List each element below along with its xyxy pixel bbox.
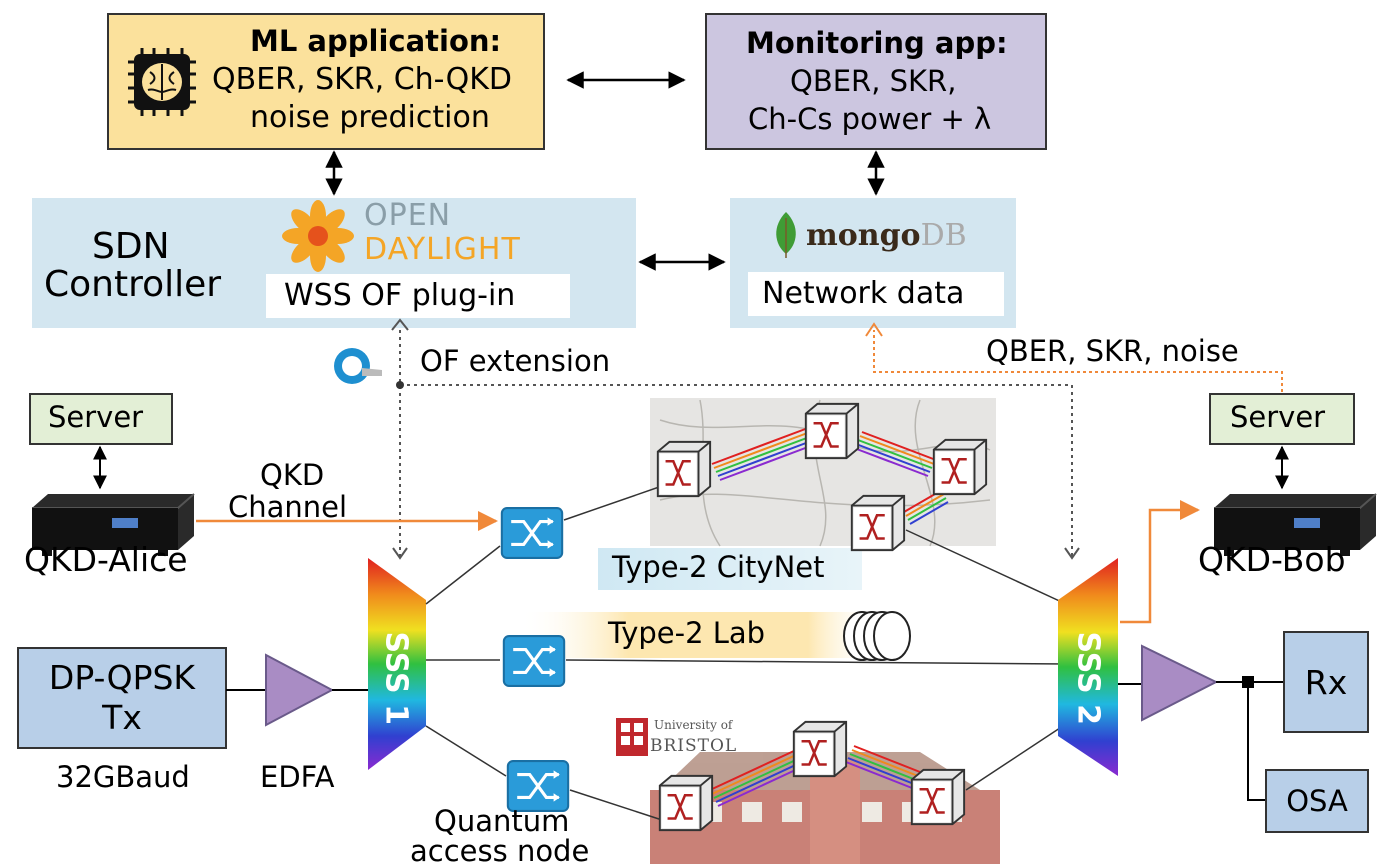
ml-app-line1: QBER, SKR, Ch-QKD [212, 62, 512, 97]
citynet-node-1-icon [656, 440, 712, 498]
qkd-alice-label: QKD-Alice [24, 540, 188, 579]
sdn-label-line2: Controller [44, 264, 222, 305]
qber-feed-line [873, 330, 1283, 392]
tx-baud-label: 32GBaud [56, 760, 190, 794]
mongodb-logo-text: mongoDB [806, 218, 967, 253]
ml-app-line2: noise prediction [250, 100, 490, 135]
qkd-channel-label-line1: QKD [260, 458, 325, 492]
osa-label: OSA [1286, 784, 1348, 818]
citynet-rainbow-links [711, 427, 949, 525]
rx-box [1283, 631, 1369, 733]
tx-label: DP-QPSK Tx [18, 648, 226, 748]
qkd-channel-label-line2: Channel [228, 490, 348, 524]
bristol-rainbow-links [709, 745, 921, 807]
wss-plugin-label: WSS OF plug-in [284, 278, 516, 313]
monitoring-app-line1: QBER, SKR, [790, 64, 957, 98]
network-data-label: Network data [762, 276, 965, 311]
tx-box [17, 647, 227, 749]
lab-label-band [520, 612, 880, 658]
monitoring-app-title: Monitoring app: [746, 26, 1008, 60]
wss-plugin-box [266, 274, 570, 318]
bristol-node-2-icon [792, 720, 848, 778]
of-extension-control-lines [399, 330, 1073, 556]
citynet-node-3-icon [932, 438, 988, 496]
brain-chip-icon [128, 48, 196, 116]
sss2-label: SSS 2 [1070, 631, 1106, 725]
receiver-amplifier-icon [1141, 644, 1219, 722]
quantum-node-label-line2: access node [410, 834, 590, 868]
monitoring-app-line2: Ch-Cs power + λ [748, 102, 992, 136]
coupler-junction [1242, 676, 1254, 688]
bristol-node-1-icon [658, 774, 714, 832]
mongodb-leaf-icon [776, 212, 796, 258]
right-server-label: Server [1230, 400, 1326, 434]
sss1-label: SSS 1 [378, 631, 414, 725]
of-extension-label: OF extension [420, 344, 611, 378]
lab-access-switch-icon [502, 635, 566, 687]
sss2-switch-icon [1058, 558, 1118, 776]
tx-label-line1: DP-QPSK [48, 658, 196, 697]
fiber-sss1-quantum [425, 725, 507, 777]
qkd-bob-label: QKD-Bob [1198, 540, 1346, 579]
fiber-access-citynet [563, 485, 663, 521]
edfa-amplifier-icon [265, 653, 335, 727]
left-server-box [29, 393, 173, 445]
left-server-label: Server [48, 400, 144, 434]
osa-box [1265, 769, 1369, 833]
citynet-access-switch-icon [500, 507, 564, 559]
quantum-node-label-line1: Quantum [434, 804, 570, 838]
of-arrow-up [391, 318, 409, 331]
sss2-qkd-bob-line [1120, 500, 1200, 624]
fiber-lab-sss2 [565, 659, 1069, 665]
bristol-node-3-icon [910, 768, 966, 826]
sss1-switch-icon [368, 558, 426, 770]
qber-feed-arrow [865, 322, 883, 337]
university-label-line1: University of [654, 718, 733, 732]
fiber-bristol-sss2 [965, 723, 1067, 791]
lab-label: Type-2 Lab [608, 616, 766, 650]
rx-label: Rx [1304, 662, 1348, 702]
mongodb-brand-mongo: mongo [806, 218, 921, 253]
mongodb-brand-db: DB [920, 218, 967, 253]
opendaylight-flower-icon [282, 200, 354, 272]
fiber-access-bristol [569, 789, 663, 821]
of-arrow-down-left [392, 547, 408, 560]
fiber-spool-icon [843, 611, 911, 661]
right-server-box [1209, 393, 1355, 445]
sdn-label-line1: SDN [92, 226, 170, 267]
citynet-label-band [598, 548, 862, 590]
of-arrow-down-right [1064, 547, 1080, 560]
citynet-node-4-icon [850, 494, 906, 552]
network-data-label-box [748, 272, 1004, 316]
citynet-node-2-icon [804, 402, 860, 460]
monitoring-app-box [705, 13, 1047, 150]
qber-feed-label: QBER, SKR, noise [986, 334, 1239, 368]
of-junction-dot [396, 381, 404, 389]
ml-app-title: ML application: [250, 24, 502, 58]
fiber-citynet-sss2 [905, 529, 1067, 605]
osa-tap-line [1247, 688, 1266, 801]
opendaylight-logo-line1: OPEN [364, 198, 452, 233]
fiber-sss1-citynet [425, 545, 501, 605]
opendaylight-logo-line2: DAYLIGHT [364, 232, 521, 267]
edfa-label: EDFA [260, 760, 335, 794]
university-crest-icon [616, 718, 648, 756]
university-label-line2: BRISTOL [650, 736, 738, 756]
tx-label-line2: Tx [102, 698, 142, 737]
citynet-label: Type-2 CityNet [612, 550, 825, 584]
openflow-icon [334, 348, 382, 384]
